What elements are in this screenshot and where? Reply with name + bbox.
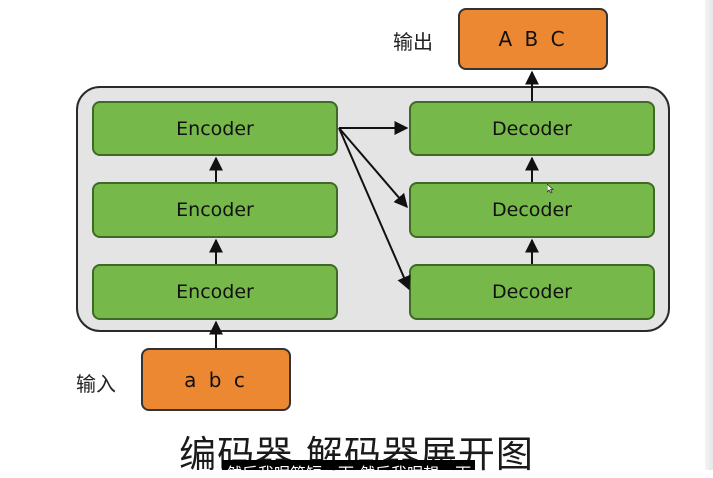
decoder-node-top: Decoder bbox=[409, 101, 655, 156]
input-label: 输入 bbox=[76, 372, 116, 396]
video-subtitle: 然后我呢简短一下 然后我呢想一下 bbox=[222, 460, 476, 470]
encoder-node-middle: Encoder bbox=[92, 182, 338, 238]
encoder-node-top: Encoder bbox=[92, 101, 338, 156]
window-edge bbox=[705, 0, 713, 470]
decoder-node-bottom: Decoder bbox=[409, 264, 655, 320]
output-label: 输出 bbox=[393, 30, 433, 54]
input-node: a b c bbox=[141, 348, 291, 411]
encoder-node-bottom: Encoder bbox=[92, 264, 338, 320]
mouse-cursor-icon bbox=[547, 184, 555, 194]
arrow-encoder-to-decoder-middle bbox=[338, 127, 408, 209]
output-node: A B C bbox=[458, 8, 608, 70]
arrow-encoder-to-decoder-bottom bbox=[338, 127, 411, 291]
decoder-node-middle: Decoder bbox=[409, 182, 655, 238]
